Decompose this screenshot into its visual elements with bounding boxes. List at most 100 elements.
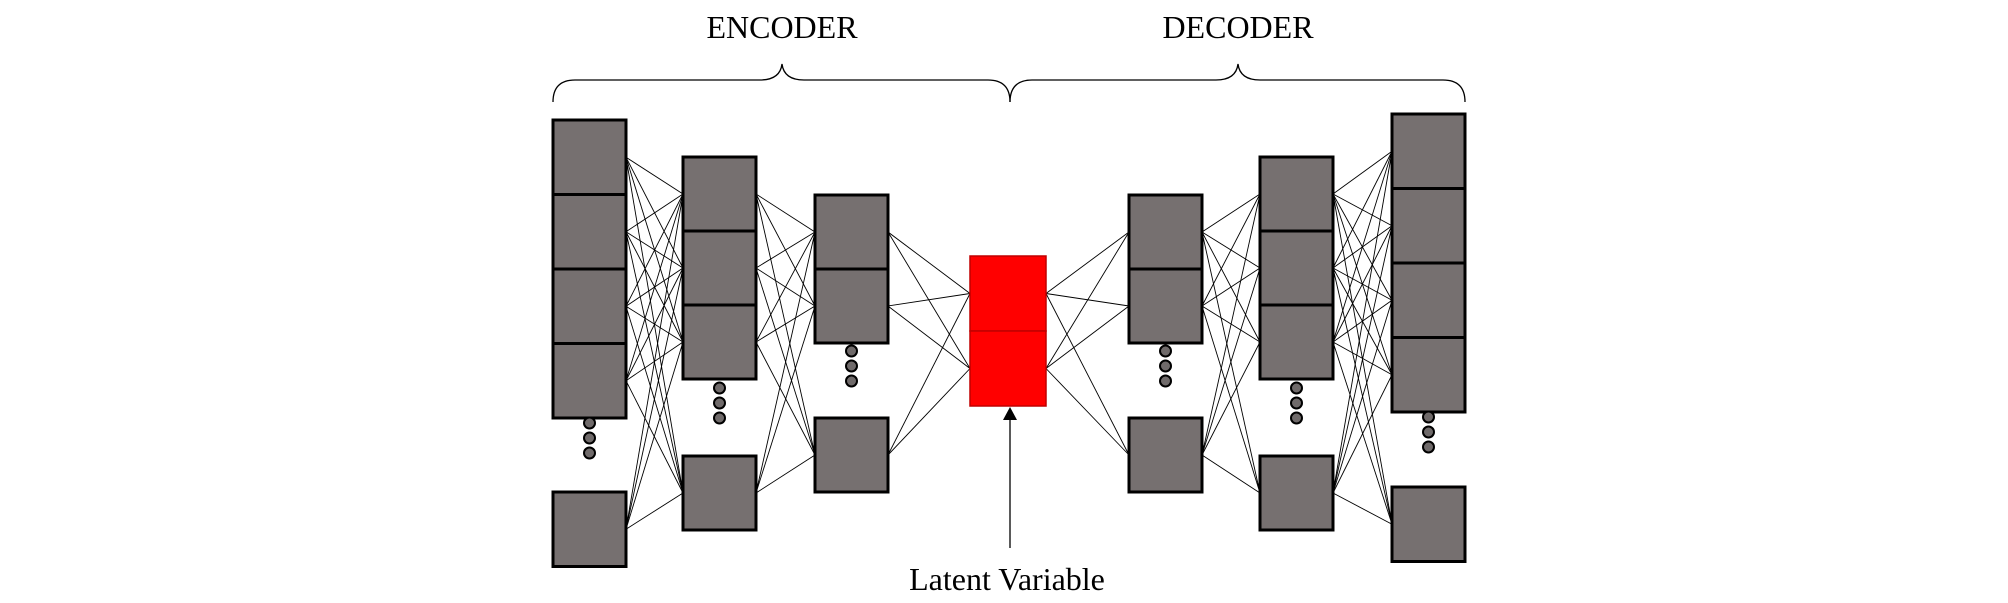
layer-dec-1 (1127, 193, 1204, 494)
neuron-box (813, 416, 890, 494)
ellipsis-dot (845, 374, 858, 388)
connection-line (1201, 267, 1261, 307)
connections (625, 150, 1393, 530)
connection-line (755, 231, 816, 343)
neuron-box (1258, 303, 1335, 381)
neuron-box (551, 118, 628, 196)
ellipsis-dot (1422, 440, 1435, 454)
connection-line (625, 492, 684, 530)
connection-line (625, 193, 684, 530)
ellipsis-dot (1290, 411, 1303, 425)
ellipsis-dot (845, 359, 858, 373)
connection-line (1201, 341, 1261, 456)
connection-line (1332, 151, 1393, 343)
neuron-box (551, 193, 628, 271)
layer-latent (969, 255, 1047, 407)
ellipsis-dot (713, 396, 726, 410)
connection-line (1332, 150, 1393, 195)
connection-line (625, 341, 684, 530)
connection-line (1332, 151, 1393, 494)
ellipsis-dot (583, 431, 596, 445)
neuron-box (1258, 454, 1335, 532)
encoder-brace (552, 63, 1011, 103)
connection-line (1201, 193, 1261, 307)
connection-line (625, 193, 684, 381)
neuron-box (551, 342, 628, 420)
connection-line (755, 454, 816, 494)
ellipsis-dot (1159, 374, 1172, 388)
connection-line (755, 305, 816, 343)
neuron-box (1390, 261, 1467, 339)
connection-line (1201, 267, 1261, 456)
connection-line (1332, 492, 1393, 525)
neuron-box (1258, 155, 1335, 233)
latent-neuron (969, 255, 1047, 332)
connection-line (755, 305, 816, 494)
neuron-box (813, 267, 890, 345)
ellipsis-dot (1290, 381, 1303, 395)
neuron-box (1127, 267, 1204, 345)
connection-line (625, 193, 684, 233)
neuron-box (681, 229, 758, 307)
connection-line (1201, 305, 1261, 494)
connection-line (1045, 293, 1130, 456)
neuron-box (1127, 416, 1204, 494)
decoder-label: DECODER (1162, 9, 1314, 45)
neuron-box (1258, 229, 1335, 307)
neuron-box (813, 193, 890, 271)
neuron-box (1390, 485, 1467, 563)
decoder-brace (1009, 63, 1466, 103)
neuron-box (1127, 193, 1204, 271)
connection-line (1332, 225, 1393, 494)
connection-line (755, 193, 816, 233)
connection-line (887, 293, 971, 456)
neuron-box (681, 454, 758, 532)
connection-line (887, 293, 971, 307)
neuron-layers (551, 112, 1467, 568)
encoder-label: ENCODER (706, 9, 858, 45)
neuron-box (1390, 187, 1467, 265)
connection-line (887, 368, 971, 456)
ellipsis-dot (713, 411, 726, 425)
ellipsis-dot (583, 416, 596, 430)
neuron-box (681, 155, 758, 233)
ellipsis-dot (845, 344, 858, 358)
connection-line (887, 231, 971, 369)
braces (552, 63, 1466, 103)
ellipsis-dot (1159, 359, 1172, 373)
latent-variable-label: Latent Variable (909, 561, 1105, 597)
connection-line (1332, 151, 1393, 269)
connection-line (1201, 193, 1261, 456)
layer-dec-2 (1258, 155, 1335, 532)
connection-line (625, 156, 684, 195)
connection-line (1201, 454, 1261, 494)
connection-line (1045, 231, 1130, 369)
connection-line (1332, 374, 1393, 494)
layer-enc-3 (813, 193, 890, 494)
ellipsis-dot (583, 446, 596, 460)
neuron-box (681, 303, 758, 381)
ellipsis-dot (1159, 344, 1172, 358)
connection-line (887, 231, 971, 294)
neuron-box (551, 267, 628, 345)
layer-dec-3 (1390, 112, 1467, 563)
latent-neuron (969, 330, 1047, 407)
connection-line (625, 267, 684, 530)
ellipsis-dot (1422, 425, 1435, 439)
layer-enc-2 (681, 155, 758, 532)
layer-enc-1 (551, 118, 628, 568)
connection-line (625, 267, 684, 381)
latent-arrow (1003, 407, 1017, 548)
connection-line (1201, 193, 1261, 233)
connection-line (1045, 231, 1130, 294)
connection-line (1045, 305, 1130, 369)
neuron-box (1390, 336, 1467, 414)
connection-line (1045, 368, 1130, 456)
ellipsis-dot (713, 381, 726, 395)
neuron-box (551, 490, 628, 568)
ellipsis-dot (1290, 396, 1303, 410)
connection-line (887, 305, 971, 369)
connection-line (755, 231, 816, 494)
connection-line (1332, 300, 1393, 494)
